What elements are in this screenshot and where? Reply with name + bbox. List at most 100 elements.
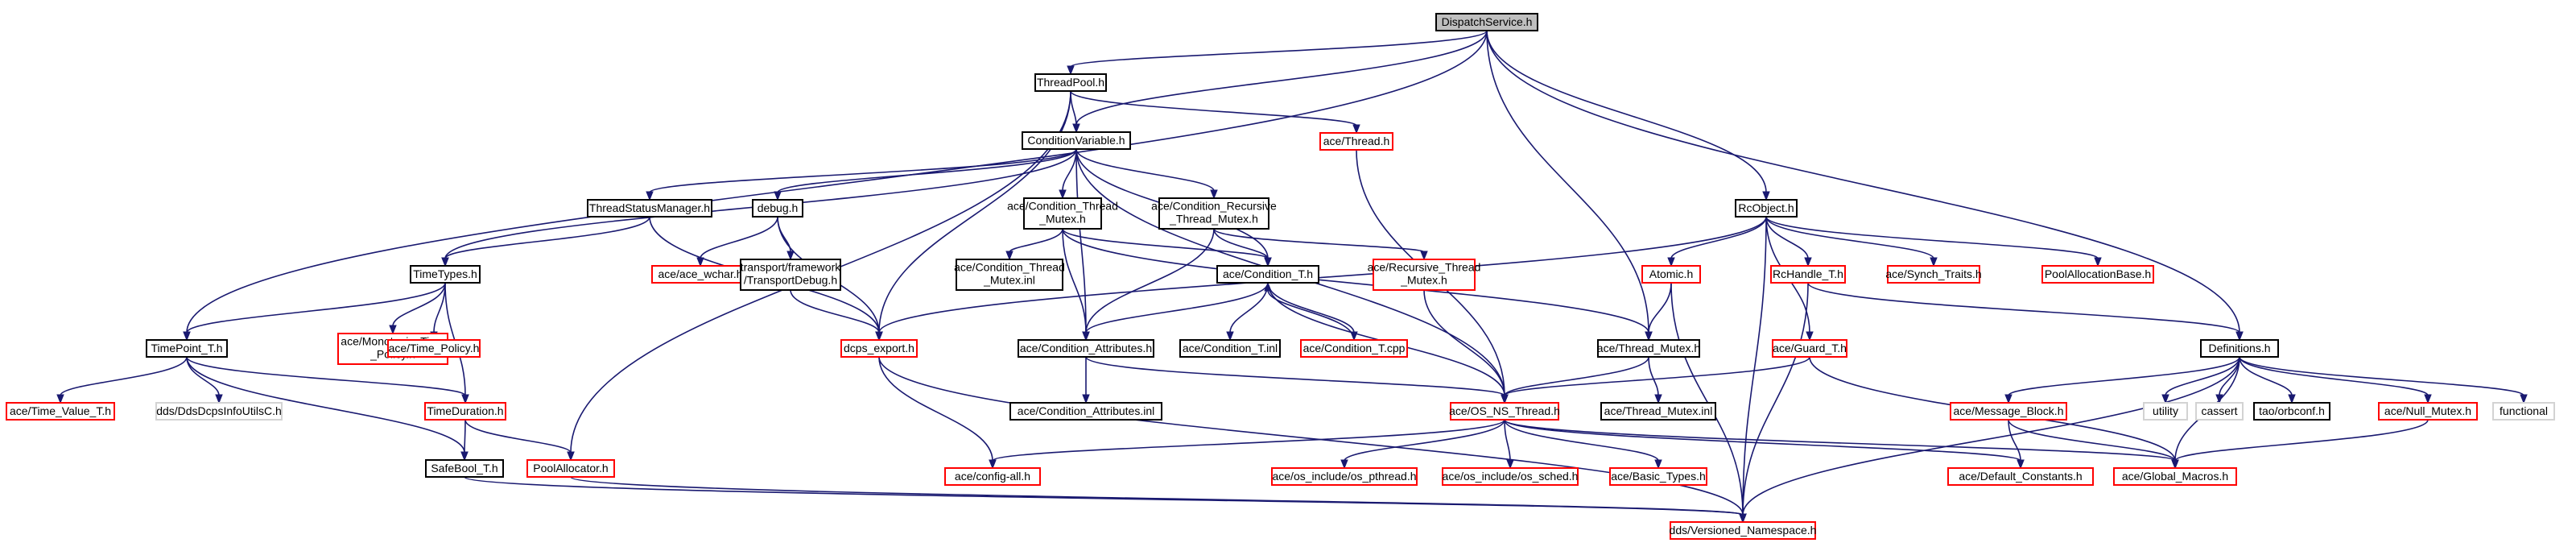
node-condthreadmutexinl[interactable]: ace/Condition_Thread_Mutex.inl [954, 259, 1065, 291]
edge-dcpsexport-to-aceconfig [878, 356, 997, 470]
node-rcobject[interactable]: RcObject.h [1735, 199, 1798, 218]
node-timetypes[interactable]: TimeTypes.h [410, 265, 481, 284]
node-debug[interactable]: debug.h [752, 199, 803, 218]
node-timepoint[interactable]: TimePoint_T.h [146, 339, 228, 358]
node-box [2113, 467, 2237, 486]
node-rchandle[interactable]: RcHandle_T.h [1770, 265, 1846, 284]
edge-condrecursive-to-conditiont [1213, 228, 1272, 267]
node-label: dcps_export.h [844, 342, 914, 354]
node-box [1300, 339, 1408, 358]
edge-dispatch-to-timepoint [183, 30, 1488, 342]
node-functional: functional [2492, 402, 2555, 421]
node-box [1641, 265, 1701, 284]
edge-rcobject-to-rchandle [1765, 216, 1812, 267]
node-ossched[interactable]: ace/os_include/os_sched.h [1442, 467, 1579, 486]
edge-atomic-to-threadmutex [1645, 282, 1672, 342]
edge-conditiont-to-conditiontcpp [1267, 282, 1358, 342]
node-acethread[interactable]: ace/Thread.h [1319, 132, 1393, 151]
node-label: ace/config-all.h [955, 470, 1030, 483]
node-timepolicy[interactable]: ace/Time_Policy.h [387, 339, 481, 358]
node-atomic[interactable]: Atomic.h [1641, 265, 1701, 284]
edge-conditiontcpp-to-conditiont [1264, 281, 1355, 341]
edge-conditiont-to-conditiontinl [1226, 282, 1269, 342]
node-box [2200, 339, 2279, 358]
node-label: dds/DdsDcpsInfoUtilsC.h [156, 404, 282, 417]
node-label: ace/Time_Policy.h [389, 342, 480, 354]
node-recursivethreadmutex[interactable]: ace/Recursive_Thread_Mutex.h [1368, 259, 1481, 291]
node-condattrs[interactable]: ace/Condition_Attributes.h [1018, 339, 1154, 358]
node-poolallocbase[interactable]: PoolAllocationBase.h [2041, 265, 2154, 284]
node-label: ace/os_include/os_pthread.h [1272, 470, 1416, 483]
node-basictypes[interactable]: ace/Basic_Types.h [1609, 467, 1707, 486]
node-threadmutexinl[interactable]: ace/Thread_Mutex.inl [1600, 402, 1716, 421]
node-box [1158, 197, 1269, 230]
node-conditiontcpp[interactable]: ace/Condition_T.cpp [1300, 339, 1408, 358]
node-condthreadmutex[interactable]: ace/Condition_Thread_Mutex.h [1007, 197, 1118, 230]
node-timeduration[interactable]: TimeDuration.h [424, 402, 506, 421]
node-dispatch[interactable]: DispatchService.h [1435, 13, 1538, 31]
node-synchtraits[interactable]: ace/Synch_Traits.h [1885, 265, 1982, 284]
node-defaultconstants[interactable]: ace/Default_Constants.h [1947, 467, 2094, 486]
node-box [1435, 13, 1538, 31]
node-box [1947, 467, 2094, 486]
node-label: TimePoint_T.h [151, 342, 223, 354]
node-box [1450, 402, 1559, 421]
node-box [1373, 259, 1476, 291]
node-osnsthread[interactable]: ace/OS_NS_Thread.h [1449, 402, 1560, 421]
node-condattrsinl[interactable]: ace/Condition_Attributes.inl [1009, 402, 1162, 421]
node-timevalue[interactable]: ace/Time_Value_T.h [6, 402, 115, 421]
node-globalmacros[interactable]: ace/Global_Macros.h [2113, 467, 2237, 486]
node-condvar[interactable]: ConditionVariable.h [1022, 131, 1131, 150]
node-box [1770, 265, 1846, 284]
node-label: _Thread_Mutex.h [1169, 213, 1258, 226]
node-box [526, 459, 615, 478]
node-dcpsexport[interactable]: dcps_export.h [840, 339, 918, 358]
edge-timeduration-to-safebool [460, 419, 469, 462]
node-box [956, 259, 1063, 291]
node-aceconfig[interactable]: ace/config-all.h [944, 467, 1041, 486]
edge-dispatch-to-condvar [1072, 30, 1488, 134]
node-label: _Mutex.h [1400, 274, 1447, 287]
node-nullmutex[interactable]: ace/Null_Mutex.h [2378, 402, 2478, 421]
node-box [1022, 131, 1131, 150]
node-definitions[interactable]: Definitions.h [2200, 339, 2279, 358]
edge-dispatch-to-threadpool [1067, 30, 1488, 76]
node-threadstatus[interactable]: ThreadStatusManager.h [587, 199, 712, 218]
node-label: cassert [2201, 404, 2237, 417]
node-box [6, 402, 115, 421]
node-conditiontinl[interactable]: ace/Condition_T.inl [1179, 339, 1281, 358]
node-threadmutex[interactable]: ace/Thread_Mutex.h [1597, 339, 1700, 358]
edge-condvar-to-condrecursive [1075, 148, 1218, 200]
edge-rchandle-to-definitions [1807, 282, 2244, 342]
node-label: Definitions.h [2208, 342, 2270, 354]
edge-definitions-to-nullmutex [2239, 356, 2432, 404]
edge-timeduration-to-poolallocator [464, 419, 575, 462]
node-condrecursive[interactable]: ace/Condition_Recursive_Thread_Mutex.h [1151, 197, 1277, 230]
node-transportdebug[interactable]: transport/framework/TransportDebug.h [740, 259, 841, 291]
edge-condthreadmutex-to-condthreadmutexinl [1005, 228, 1063, 261]
node-box [1018, 339, 1154, 358]
node-box [1216, 265, 1319, 284]
node-safebool[interactable]: SafeBool_T.h [425, 459, 504, 478]
node-box [424, 402, 506, 421]
node-label: Atomic.h [1649, 267, 1693, 280]
node-poolallocator[interactable]: PoolAllocator.h [526, 459, 615, 478]
node-orbconf[interactable]: tao/orbconf.h [2253, 402, 2330, 421]
node-acewchar[interactable]: ace/ace_wchar.h [651, 265, 749, 284]
node-label: ace/Synch_Traits.h [1885, 267, 1981, 280]
node-conditiont[interactable]: ace/Condition_T.h [1216, 265, 1319, 284]
edge-definitions-to-utility [2161, 356, 2240, 404]
node-guardt[interactable]: ace/Guard_T.h [1772, 339, 1847, 358]
node-label: ConditionVariable.h [1027, 134, 1125, 147]
edge-osnsthread-to-basictypes [1504, 419, 1662, 470]
edge-condattrs-to-condattrsinl [1082, 357, 1090, 404]
edge-timepoint-to-timevalue [56, 356, 188, 404]
node-messageblock[interactable]: ace/Message_Block.h [1950, 402, 2067, 421]
edge-threadstatus-to-timetypes [441, 216, 650, 267]
node-label: ace/Basic_Types.h [1611, 470, 1706, 483]
node-ospthread[interactable]: ace/os_include/os_pthread.h [1271, 467, 1418, 486]
node-box [1597, 339, 1700, 358]
node-threadpool[interactable]: ThreadPool.h [1034, 73, 1107, 92]
node-box [1034, 73, 1107, 92]
node-versionedns[interactable]: dds/Versioned_Namespace.h [1670, 521, 1817, 540]
